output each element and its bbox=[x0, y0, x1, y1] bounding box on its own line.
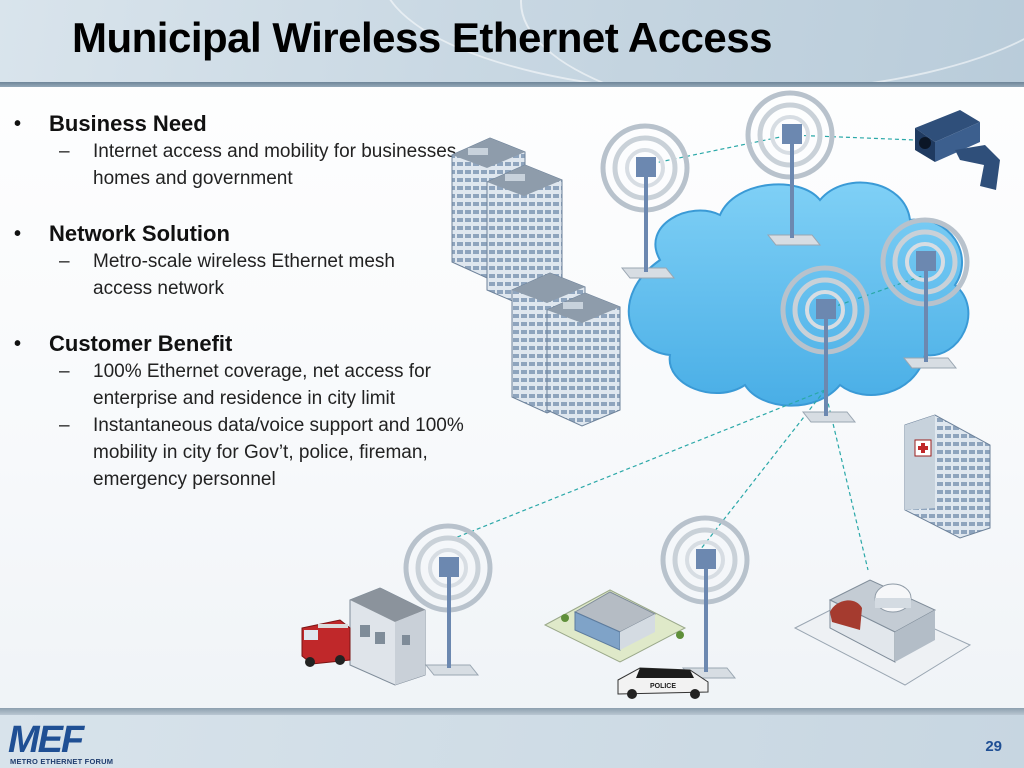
sub-bullet-dash: – bbox=[59, 415, 70, 436]
wireless-tower-icon bbox=[600, 123, 690, 279]
bullet-group-customer-benefit: • Customer Benefit – 100% Ethernet cover… bbox=[14, 330, 484, 493]
bullet-list: • Business Need – Internet access and mo… bbox=[14, 110, 484, 521]
sub-bullet-dash: – bbox=[59, 251, 70, 272]
bullet-heading: Network Solution bbox=[49, 221, 230, 246]
page-number: 29 bbox=[985, 738, 1002, 755]
bullet-heading: Customer Benefit bbox=[49, 331, 233, 356]
wireless-tower-icon bbox=[780, 265, 870, 423]
police-car-label: POLICE bbox=[650, 683, 676, 690]
bullet-group-network-solution: • Network Solution – Metro-scale wireles… bbox=[14, 220, 484, 302]
security-camera-icon bbox=[915, 110, 1000, 190]
mef-logo-letters: MEF bbox=[8, 719, 84, 761]
sub-bullet-text: Internet access and mobility for busines… bbox=[93, 141, 462, 189]
bullet-heading-row: • Customer Benefit bbox=[14, 330, 484, 358]
sub-bullet: – 100% Ethernet coverage, net access for… bbox=[59, 358, 484, 412]
office-building-icon bbox=[546, 292, 621, 427]
wireless-tower-icon bbox=[745, 90, 835, 246]
bullet-heading-row: • Business Need bbox=[14, 110, 484, 138]
police-station-icon bbox=[543, 589, 687, 663]
wireless-tower-icon bbox=[403, 523, 493, 676]
bullet-heading: Business Need bbox=[49, 111, 207, 136]
bullet-group-business-need: • Business Need – Internet access and mo… bbox=[14, 110, 484, 192]
sub-bullet-text: Instantaneous data/voice support and 100… bbox=[93, 415, 464, 490]
sub-bullet-text: Metro-scale wireless Ethernet mesh acces… bbox=[93, 251, 395, 299]
wireless-tower-icon bbox=[880, 217, 970, 369]
sub-bullet: – Internet access and mobility for busin… bbox=[59, 138, 484, 192]
fire-station-icon bbox=[349, 587, 426, 686]
fire-truck-icon bbox=[301, 619, 351, 667]
sub-bullet-dash: – bbox=[59, 141, 70, 162]
footer-band bbox=[0, 715, 1024, 768]
mef-logo-subtitle: METRO ETHERNET FORUM bbox=[10, 757, 114, 766]
police-car-icon: POLICE bbox=[617, 667, 709, 699]
bullet-heading-row: • Network Solution bbox=[14, 220, 484, 248]
sub-bullet-dash: – bbox=[59, 361, 70, 382]
link-line bbox=[644, 134, 791, 166]
hospital-icon bbox=[904, 414, 991, 539]
sub-bullet: – Metro-scale wireless Ethernet mesh acc… bbox=[59, 248, 484, 302]
footer-divider bbox=[0, 708, 1024, 715]
sub-bullet: – Instantaneous data/voice support and 1… bbox=[59, 412, 484, 493]
bullet-dot-icon: • bbox=[14, 223, 22, 245]
bullet-dot-icon: • bbox=[14, 113, 22, 135]
mef-logo: MEF METRO ETHERNET FORUM bbox=[8, 719, 118, 766]
sub-bullet-text: 100% Ethernet coverage, net access for e… bbox=[93, 361, 431, 409]
link-line bbox=[449, 389, 826, 541]
title-band bbox=[0, 0, 1024, 82]
title-divider bbox=[0, 82, 1024, 87]
observatory-building-icon bbox=[793, 579, 972, 686]
office-building-icon bbox=[486, 164, 563, 307]
slide-title: Municipal Wireless Ethernet Access bbox=[72, 14, 773, 61]
bullet-dot-icon: • bbox=[14, 333, 22, 355]
wireless-tower-icon bbox=[660, 515, 750, 679]
